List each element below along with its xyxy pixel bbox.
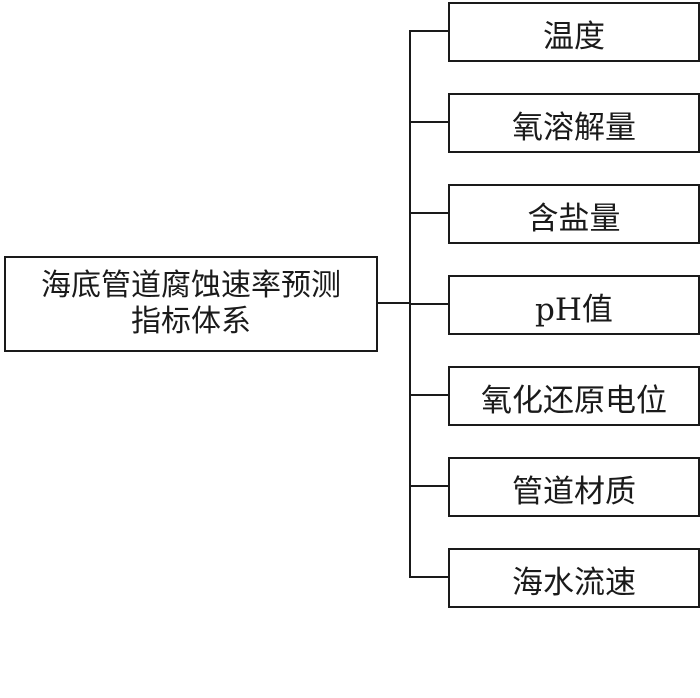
branch-connector bbox=[409, 576, 449, 578]
root-node-label: 海底管道腐蚀速率预测 指标体系 bbox=[41, 268, 341, 339]
child-node-label: 温度 bbox=[543, 18, 605, 55]
child-node-label: 氧化还原电位 bbox=[481, 382, 667, 419]
branch-connector bbox=[409, 121, 449, 123]
child-node-redox-potential: 氧化还原电位 bbox=[448, 366, 700, 426]
child-node-label: 管道材质 bbox=[512, 473, 636, 510]
child-node-label: 海水流速 bbox=[512, 564, 636, 601]
child-node-pipe-material: 管道材质 bbox=[448, 457, 700, 517]
child-node-temperature: 温度 bbox=[448, 2, 700, 62]
child-node-seawater-velocity: 海水流速 bbox=[448, 548, 700, 608]
child-node-label: pH值 bbox=[535, 291, 613, 328]
child-node-ph: pH值 bbox=[448, 275, 700, 335]
child-node-label: 氧溶解量 bbox=[512, 109, 636, 146]
branch-connector bbox=[409, 30, 449, 32]
branch-connector bbox=[409, 303, 449, 305]
root-node: 海底管道腐蚀速率预测 指标体系 bbox=[4, 256, 378, 352]
child-node-salinity: 含盐量 bbox=[448, 184, 700, 244]
branch-connector bbox=[409, 485, 449, 487]
root-connector bbox=[378, 302, 410, 304]
child-node-label: 含盐量 bbox=[527, 200, 621, 237]
branch-connector bbox=[409, 212, 449, 214]
child-node-dissolved-oxygen: 氧溶解量 bbox=[448, 93, 700, 153]
branch-connector bbox=[409, 394, 449, 396]
